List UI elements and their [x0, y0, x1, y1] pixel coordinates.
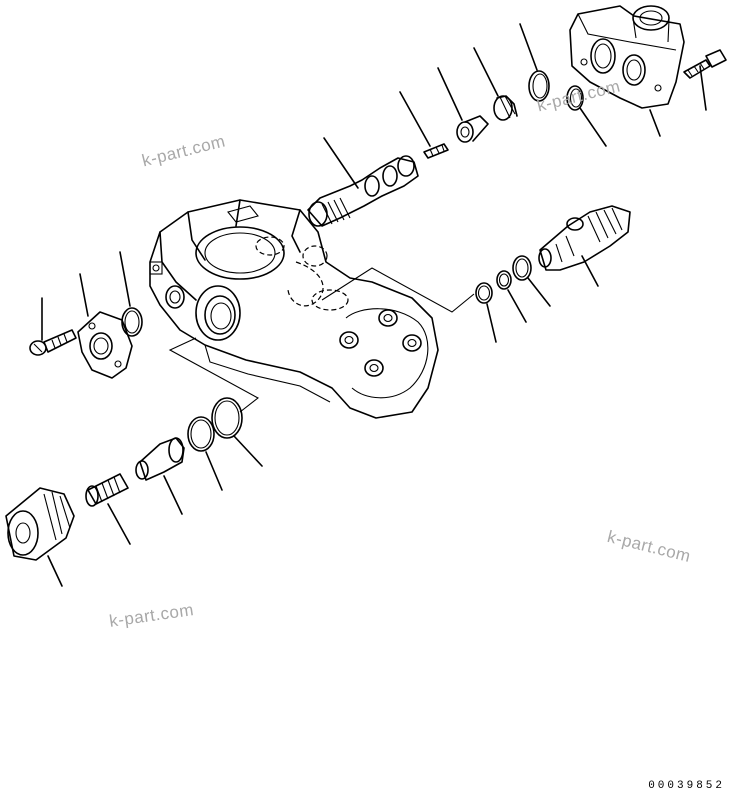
- o-ring-top-small: [566, 85, 607, 147]
- spring-top: [473, 47, 518, 121]
- sleeve-top: [437, 67, 489, 143]
- drawing-code: 00039852: [648, 780, 725, 792]
- o-ring-lower-1: [211, 397, 263, 467]
- o-ring-right-2: [475, 282, 497, 343]
- pin-small: [399, 91, 449, 159]
- spring-lower: [85, 473, 131, 545]
- valve-body: [149, 199, 439, 419]
- leader-flange: [649, 109, 661, 137]
- o-ring-top-large: [519, 23, 550, 102]
- bolt-left: [29, 297, 77, 356]
- backup-ring-right: [496, 270, 527, 323]
- leader-bracket-left: [168, 337, 260, 413]
- flange-left: [77, 273, 133, 379]
- o-ring-lower-2: [187, 416, 223, 491]
- relief-cartridge: [538, 205, 631, 287]
- plug-lower: [5, 487, 75, 587]
- flange-block: [569, 5, 685, 109]
- o-ring-right-1: [512, 255, 551, 307]
- leader-bracket-right: [321, 267, 475, 313]
- piston-lower: [135, 437, 185, 515]
- o-ring-left: [119, 251, 143, 337]
- spool: [307, 137, 419, 227]
- bolt-top: [683, 49, 727, 111]
